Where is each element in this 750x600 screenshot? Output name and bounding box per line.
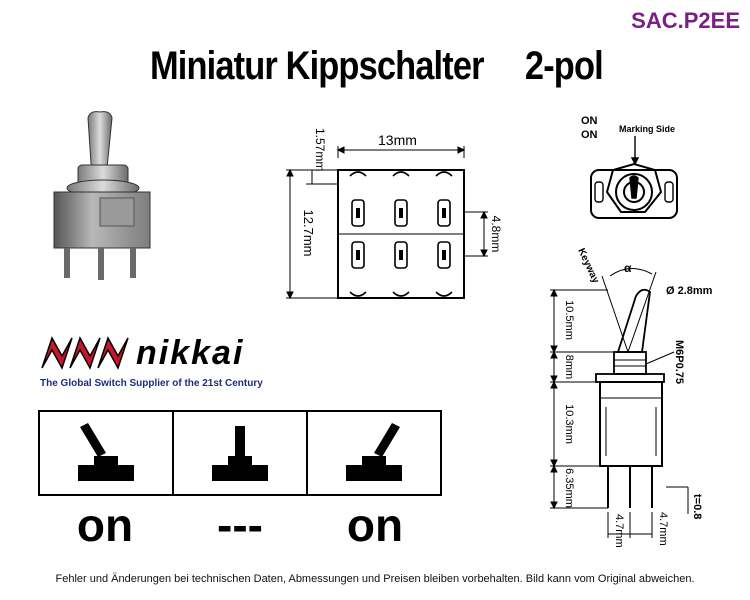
dim-width-label: 13mm <box>378 132 417 148</box>
product-photo <box>53 111 151 280</box>
brand-logo: nikkai <box>41 334 244 372</box>
title-poles: 2-pol <box>524 44 604 88</box>
pin-shape <box>98 248 104 280</box>
pin-shape <box>64 248 70 278</box>
keyway-label: Keyway <box>575 247 601 286</box>
position-label-right: on <box>346 499 404 551</box>
diameter-label: Ø 2.8mm <box>666 285 713 297</box>
top-view-drawing: 13mm 12.7mm 1.57mm 4.8mm <box>286 128 503 300</box>
brand-mark-icon <box>41 336 129 370</box>
body-height-label: 10.3mm <box>563 404 575 444</box>
side-view-drawing: Keyway α Ø 2.8mm 10.5mm 8mm 10.3mm 6.35m… <box>550 247 713 548</box>
label-shape <box>99 197 135 227</box>
switch-positions-diagram <box>38 410 442 496</box>
position-label-left: on <box>76 499 134 551</box>
position-center-icon <box>212 426 268 481</box>
footer-disclaimer: Fehler und Änderungen bei technischen Da… <box>55 573 695 585</box>
product-code: SAC.P2EE <box>631 8 740 33</box>
lever-height-label: 10.5mm <box>563 300 575 340</box>
position-label-center: --- <box>217 499 263 551</box>
pin-shape <box>130 248 136 278</box>
thread-label: M6P0.75 <box>673 340 685 384</box>
brand-name: nikkai <box>136 334 244 372</box>
position-left-icon <box>78 423 134 481</box>
pin-thickness-label: t=0.8 <box>691 494 703 519</box>
pitch-a-label: 4.7mm <box>613 514 625 548</box>
page-title: Miniatur Kippschalter 2-pol <box>150 44 657 89</box>
on-label-1: ON <box>581 115 598 127</box>
dim-height-label: 12.7mm <box>301 210 316 257</box>
front-view-drawing: ON ON Marking Side <box>581 115 678 219</box>
brand-slogan: The Global Switch Supplier of the 21st C… <box>40 378 263 389</box>
pin-length-label: 6.35mm <box>563 468 575 508</box>
pitch-b-label: 4.7mm <box>657 512 669 546</box>
alpha-label: α <box>624 261 632 275</box>
position-right-icon <box>346 423 402 481</box>
marking-side-label: Marking Side <box>619 124 675 134</box>
dim-pitch-label: 4.8mm <box>489 216 503 253</box>
title-main: Miniatur Kippschalter <box>150 44 484 88</box>
on-label-2: ON <box>581 129 598 141</box>
bushing-height-label: 8mm <box>563 355 575 379</box>
dim-edge-label: 1.57mm <box>313 128 327 171</box>
